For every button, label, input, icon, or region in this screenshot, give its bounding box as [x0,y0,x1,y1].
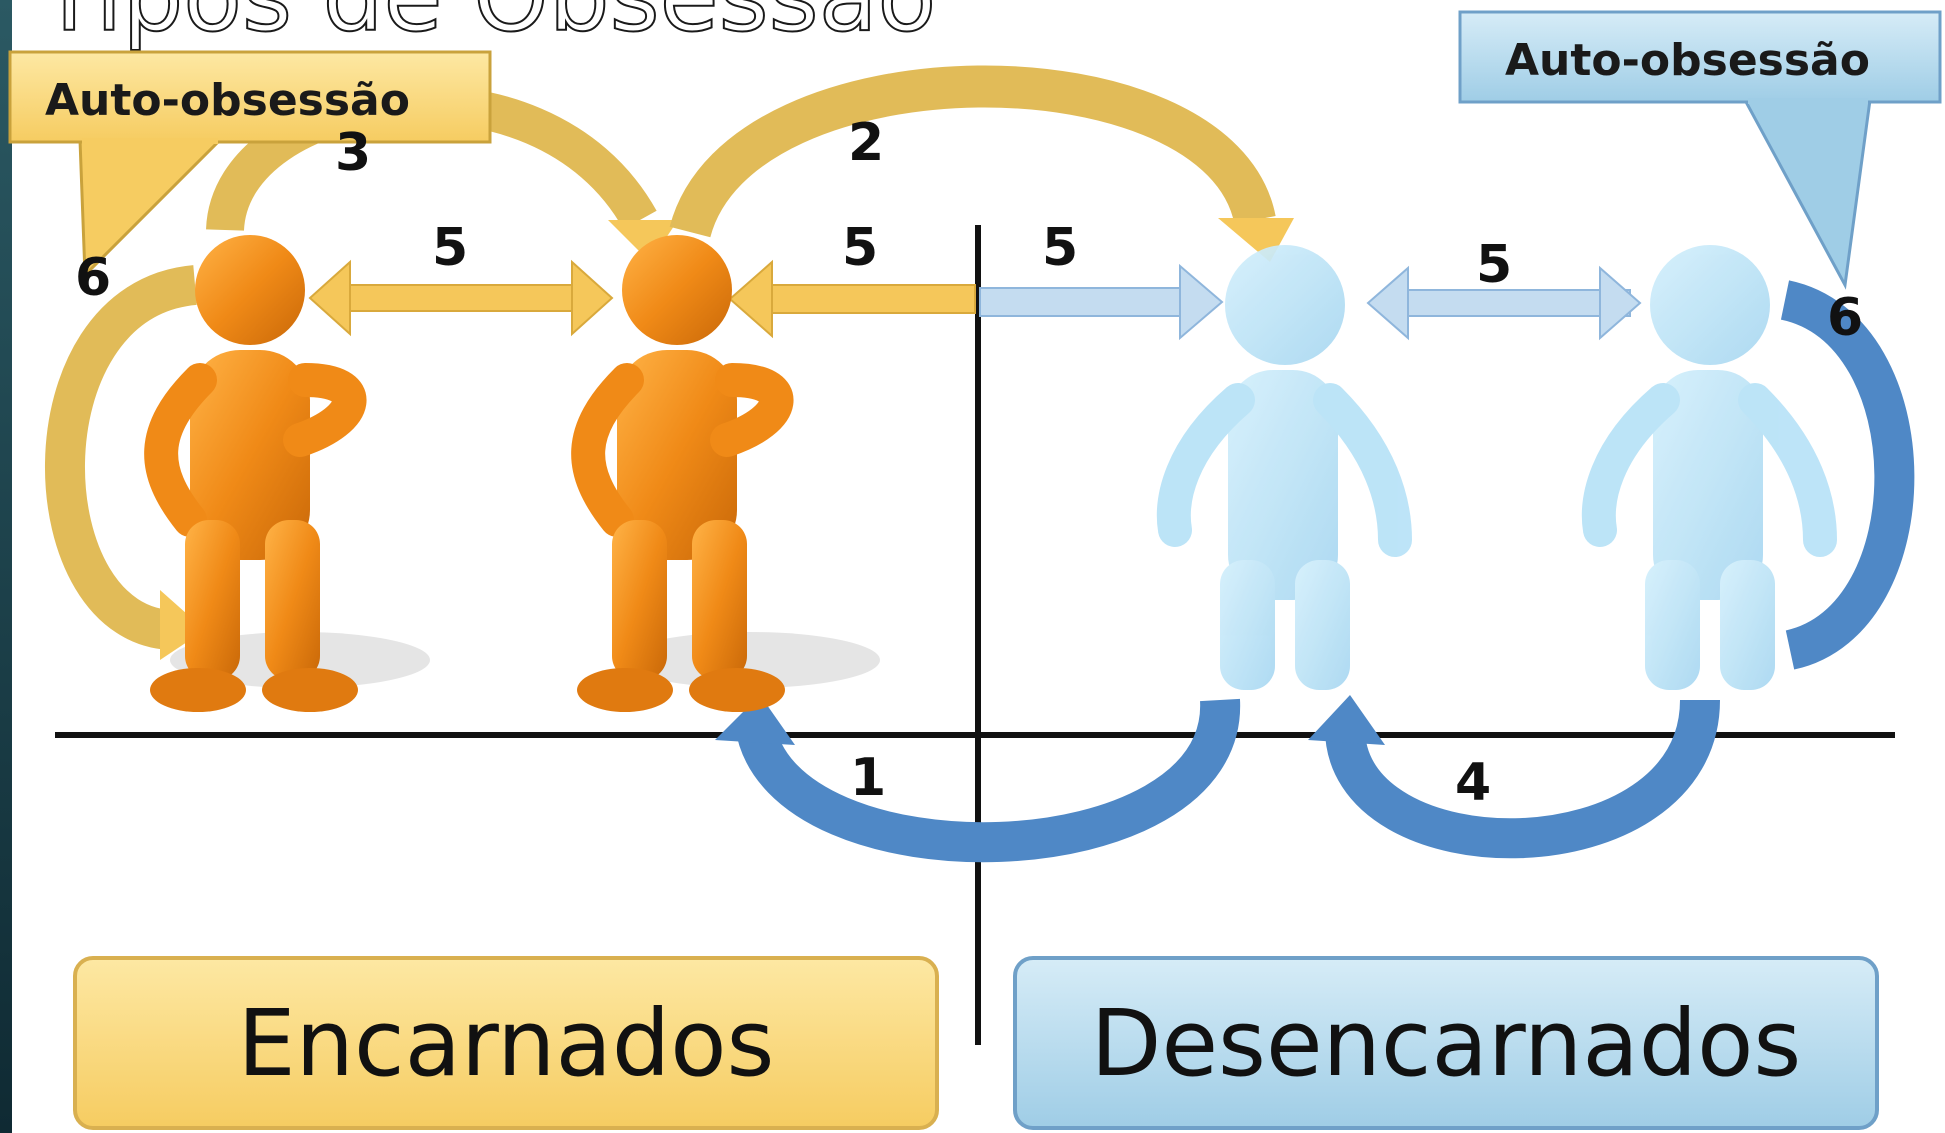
label-arrow-5a: 5 [432,218,468,278]
arrow-5d-double [1366,265,1642,341]
arrow-4-head [1308,695,1385,745]
arrow-5a-double [308,259,614,337]
arrow-5c [979,263,1224,341]
figure-1-incarnate [144,235,367,712]
arrow-4-curve [1324,699,1720,859]
arrow-6-right-curve [1779,280,1915,670]
label-arrow-5c: 5 [1042,218,1078,278]
label-arrow-5d: 5 [1476,235,1512,295]
label-arrow-5b: 5 [842,218,878,278]
group-label-desencarnados: Desencarnados [1091,990,1802,1097]
figure-2-shadow [620,632,880,688]
group-label-encarnados: Encarnados [238,990,775,1097]
group-box-desencarnados [1013,956,1879,1130]
figure-2-incarnate [571,235,794,712]
callout-left [8,50,492,279]
arrow-5b [728,259,976,339]
label-arrow-6-right: 6 [1827,288,1863,348]
callout-left-text: Auto-obsessão [45,75,410,126]
slide-title: Tipos de Obsessão [39,0,936,53]
arrow-1-curve [735,698,1241,863]
arrow-6-left-head [160,590,205,660]
arrow-2-curve [669,65,1276,239]
label-arrow-6-left: 6 [75,248,111,308]
arrow-1-head [715,695,795,745]
callout-right [1458,10,1942,290]
callout-right-text: Auto-obsessão [1505,35,1870,86]
label-arrow-3: 3 [335,123,371,183]
label-arrow-4: 4 [1455,753,1491,813]
slide-left-edge [0,0,12,1133]
group-box-encarnados [73,956,939,1130]
arrow-3-head [608,220,678,262]
figure-4-discarnate [1581,245,1837,690]
figure-3-discarnate [1156,245,1412,690]
arrow-6-left-curve [45,265,198,650]
label-arrow-2: 2 [848,113,884,173]
label-arrow-1: 1 [850,748,886,808]
